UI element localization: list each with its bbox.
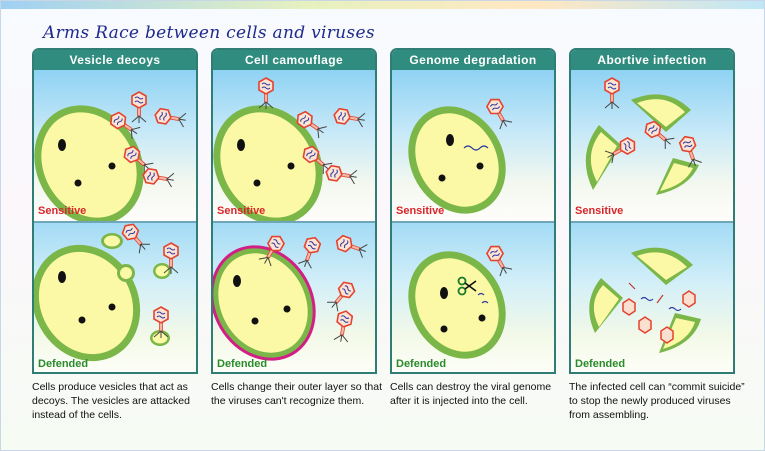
description-vesicle-decoys: Cells produce vesicles that act as decoy…	[32, 381, 190, 421]
genome-degradation-sensitive-illustration	[408, 95, 514, 214]
scissors-icon	[457, 276, 477, 296]
defended-label: Defended	[575, 358, 626, 370]
defended-half: Defended	[34, 223, 196, 372]
panel-genome-degradation: Genome degradation Sensitive	[390, 48, 556, 374]
abortive-infection-sensitive-illustration	[585, 77, 703, 195]
panel-cell-camouflage: Cell camouflage Sensitive	[211, 48, 377, 374]
panel-divider	[213, 221, 375, 223]
cell-camouflage-defended-illustration	[213, 232, 370, 361]
panel-divider	[392, 221, 554, 223]
cell-camouflage-sensitive-illustration	[213, 77, 367, 221]
sensitive-half: Sensitive	[34, 70, 196, 221]
defended-label: Defended	[396, 358, 447, 370]
panel-divider	[571, 221, 733, 223]
defended-label: Defended	[38, 358, 89, 370]
sensitive-half: Sensitive	[392, 70, 554, 221]
panel-heading: Genome degradation	[392, 50, 554, 70]
panel-heading: Cell camouflage	[213, 50, 375, 70]
abortive-infection-defended-illustration	[589, 247, 701, 353]
description-abortive-infection: The infected cell can “commit suicide” t…	[569, 381, 745, 421]
sensitive-label: Sensitive	[396, 205, 445, 217]
defended-half: Defended	[571, 223, 733, 372]
sensitive-label: Sensitive	[38, 205, 87, 217]
sensitive-half: Sensitive	[571, 70, 733, 221]
top-gradient-bar	[1, 1, 764, 9]
figure-title: Arms Race between cells and viruses	[43, 23, 375, 43]
sensitive-label: Sensitive	[575, 205, 624, 217]
panel-abortive-infection: Abortive infection Sensitive	[569, 48, 735, 374]
panel-heading: Vesicle decoys	[34, 50, 196, 70]
panel-vesicle-decoys: Vesicle decoys Sensitive	[32, 48, 198, 374]
panel-heading: Abortive infection	[571, 50, 733, 70]
description-genome-degradation: Cells can destroy the viral genome after…	[390, 381, 552, 407]
genome-degradation-defended-illustration	[408, 242, 514, 359]
defended-half: Defended	[213, 223, 375, 372]
sensitive-half: Sensitive	[213, 70, 375, 221]
description-cell-camouflage: Cells change their outer layer so that t…	[211, 381, 383, 407]
vesicle-decoys-defended-illustration	[34, 223, 179, 362]
sensitive-label: Sensitive	[217, 205, 266, 217]
defended-label: Defended	[217, 358, 268, 370]
vesicle-decoys-sensitive-illustration	[34, 91, 188, 221]
defended-half: Defended	[392, 223, 554, 372]
panel-divider	[34, 221, 196, 223]
